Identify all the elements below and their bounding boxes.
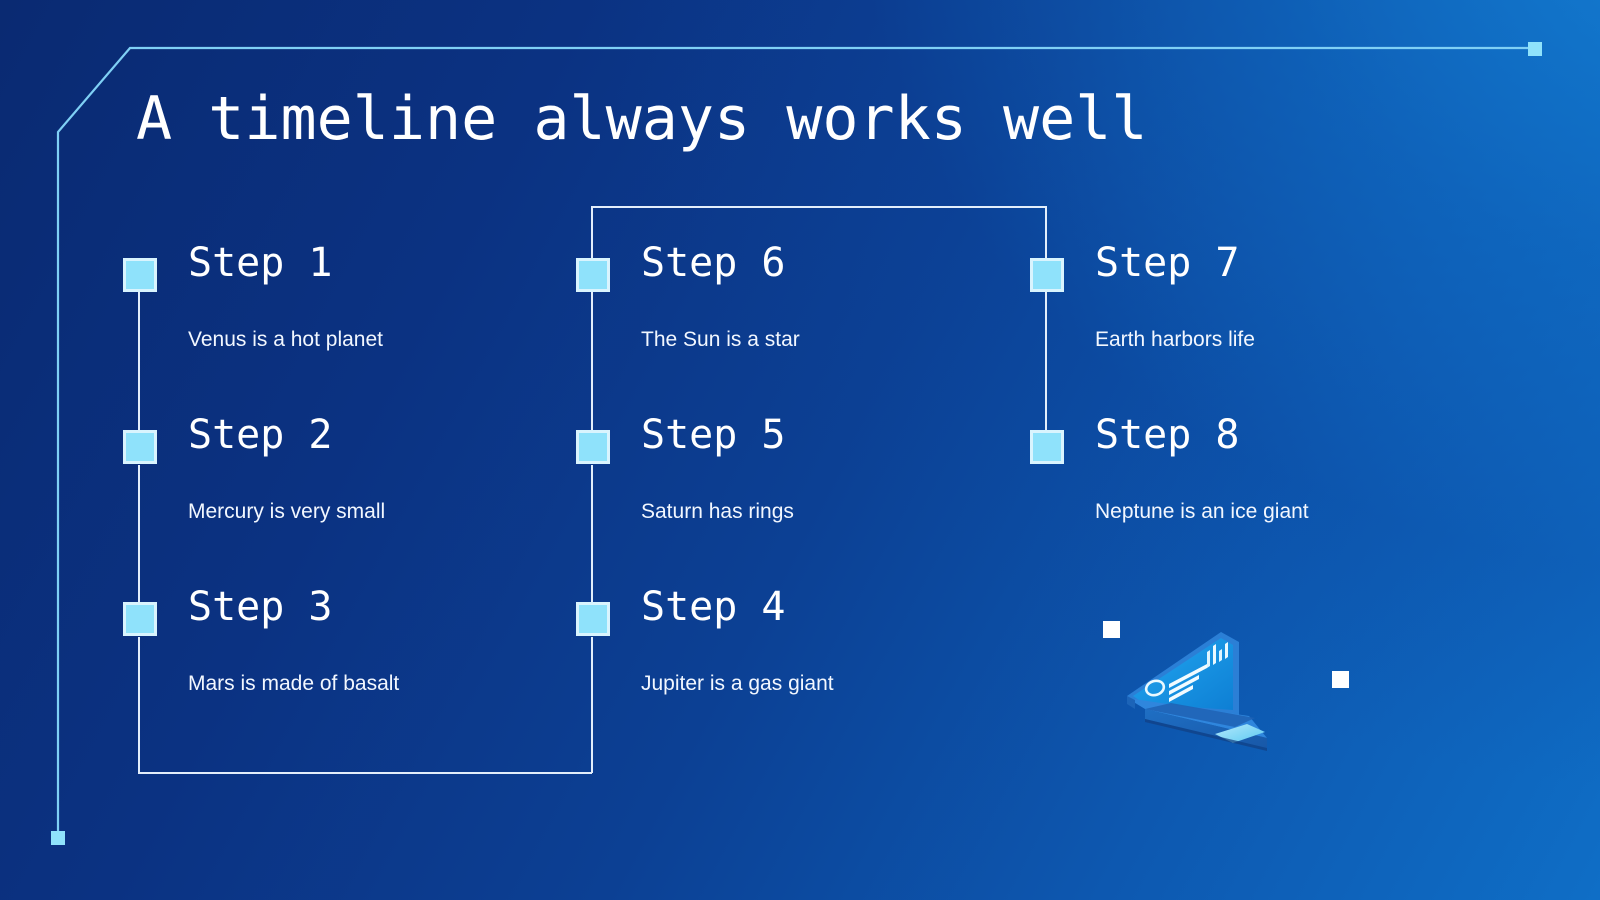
step-description: Jupiter is a gas giant <box>641 672 834 695</box>
step-marker-icon <box>123 258 157 292</box>
screen-donut-chart-icon <box>1144 679 1166 697</box>
laptop-hinge <box>1127 696 1135 709</box>
step-marker-icon <box>576 258 610 292</box>
step-title: Step 8 <box>1095 412 1240 458</box>
step-marker-icon <box>123 602 157 636</box>
laptop-screen <box>1133 638 1233 710</box>
step-marker-icon <box>1030 258 1064 292</box>
page-title: A timeline always works well <box>136 84 1148 154</box>
step-description: Saturn has rings <box>641 500 794 523</box>
screen-bar-row-2 <box>1169 675 1199 695</box>
white-square-decor-2 <box>1332 671 1349 688</box>
screen-column-4 <box>1225 642 1228 659</box>
step-title: Step 3 <box>188 584 333 630</box>
step-title: Step 6 <box>641 240 786 286</box>
step-title: Step 5 <box>641 412 786 458</box>
step-marker-icon <box>123 430 157 464</box>
laptop-base-edge <box>1145 719 1267 751</box>
step-marker-icon <box>576 430 610 464</box>
screen-column-2 <box>1213 644 1216 665</box>
laptop-keyboard <box>1145 703 1255 727</box>
step-description: The Sun is a star <box>641 328 800 351</box>
screen-bar-row-1 <box>1169 664 1207 688</box>
isometric-laptop-illustration <box>1115 612 1295 772</box>
step-title: Step 1 <box>188 240 333 286</box>
step-marker-icon <box>576 602 610 636</box>
step-title: Step 7 <box>1095 240 1240 286</box>
step-description: Neptune is an ice giant <box>1095 500 1309 523</box>
white-square-decor-1 <box>1103 621 1120 638</box>
step-description: Mercury is very small <box>188 500 386 523</box>
step-description: Venus is a hot planet <box>188 328 383 351</box>
laptop-trackpad <box>1215 724 1265 743</box>
step-description: Mars is made of basalt <box>188 672 400 695</box>
step-description: Earth harbors life <box>1095 328 1255 351</box>
screen-column-1 <box>1207 650 1210 668</box>
screen-bar-row-3 <box>1169 685 1193 702</box>
step-marker-icon <box>1030 430 1064 464</box>
screen-column-3 <box>1219 649 1222 662</box>
step-title: Step 2 <box>188 412 333 458</box>
step-title: Step 4 <box>641 584 786 630</box>
